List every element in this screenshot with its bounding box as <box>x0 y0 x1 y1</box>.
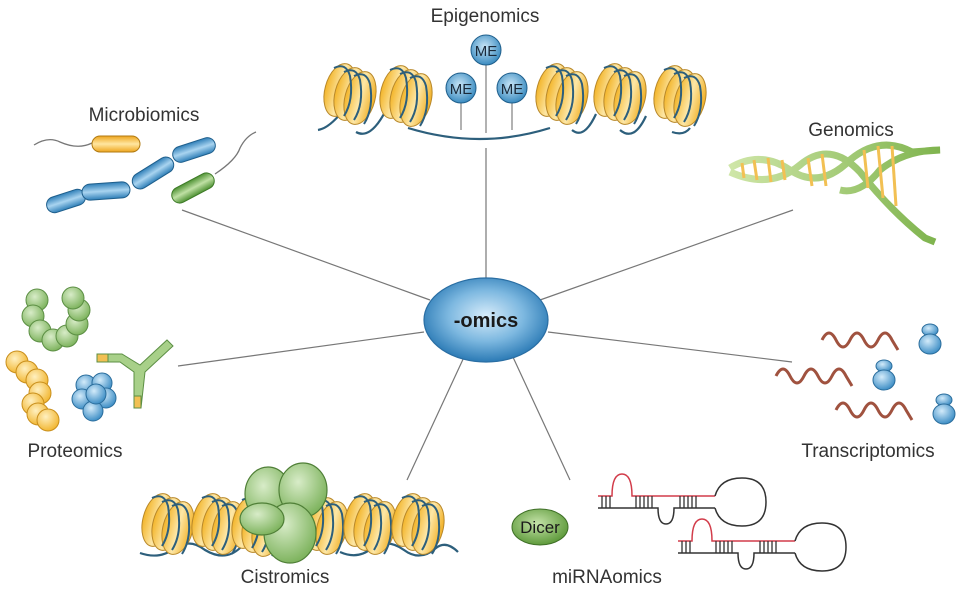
nucleosome-icon <box>385 489 451 559</box>
spoke-transcriptomics <box>547 331 793 363</box>
bacteria-chain-icon <box>46 137 216 214</box>
bacterium-icon <box>171 172 215 204</box>
transcriptomics-branch: Transcriptomics <box>774 323 956 462</box>
epigenomics-branch: Epigenomics ME ME ME <box>317 6 713 141</box>
genomics-branch: Genomics <box>728 120 941 246</box>
transcriptomics-label: Transcriptomics <box>801 441 934 462</box>
methyl-mark-icon: ME <box>445 72 477 104</box>
proteomics-branch: Proteomics <box>5 286 174 462</box>
cistromics-branch: Cistromics <box>135 462 459 588</box>
antibody-icon <box>96 339 174 409</box>
dicer-icon: Dicer <box>511 508 569 546</box>
methyl-mark-icon: ME <box>496 72 528 104</box>
nucleosome-icon <box>587 59 653 129</box>
dna-helix-icon <box>728 141 941 246</box>
ribosome-icon <box>932 393 956 425</box>
nucleosome-icon <box>373 61 439 131</box>
spokes <box>177 148 794 481</box>
ribosome-icon <box>872 359 896 391</box>
mrna-icon <box>774 331 914 421</box>
ribosome-icon <box>918 323 942 355</box>
nucleosome-icon <box>317 59 383 129</box>
spoke-cistromics <box>406 354 466 481</box>
microbiomics-branch: Microbiomics <box>33 105 257 214</box>
epigenomics-label: Epigenomics <box>431 6 540 27</box>
svg-text:ME: ME <box>450 81 473 98</box>
bacterium-icon <box>91 135 141 153</box>
protein-chain-yellow-icon <box>5 350 60 432</box>
nucleosome-icon <box>135 489 201 559</box>
mirnaomics-label: miRNAomics <box>552 567 662 588</box>
pre-mirna-hairpin-icon <box>678 518 847 572</box>
spoke-genomics <box>539 209 794 301</box>
transcription-factor-complex-icon <box>239 462 328 564</box>
genomics-label: Genomics <box>808 120 894 141</box>
spoke-mirnaomics <box>511 354 571 481</box>
svg-text:ME: ME <box>475 43 498 60</box>
omics-hub: -omics <box>423 277 549 363</box>
proteomics-label: Proteomics <box>27 441 122 462</box>
protein-complex-blue-icon <box>71 372 117 422</box>
mirnaomics-branch: Dicer miRNAomics <box>511 473 847 588</box>
protein-chain-green-icon <box>21 286 91 352</box>
microbiomics-label: Microbiomics <box>89 105 200 126</box>
spoke-proteomics <box>177 331 425 367</box>
methyl-mark-icon: ME <box>470 34 502 66</box>
dicer-label: Dicer <box>520 518 560 537</box>
nucleosome-icon <box>529 59 595 129</box>
nucleosome-icon <box>647 61 713 131</box>
cistromics-label: Cistromics <box>241 567 330 588</box>
pre-mirna-hairpin-icon <box>598 473 767 527</box>
spoke-microbiomics <box>181 209 431 301</box>
svg-text:ME: ME <box>501 81 524 98</box>
hub-label: -omics <box>454 310 518 332</box>
